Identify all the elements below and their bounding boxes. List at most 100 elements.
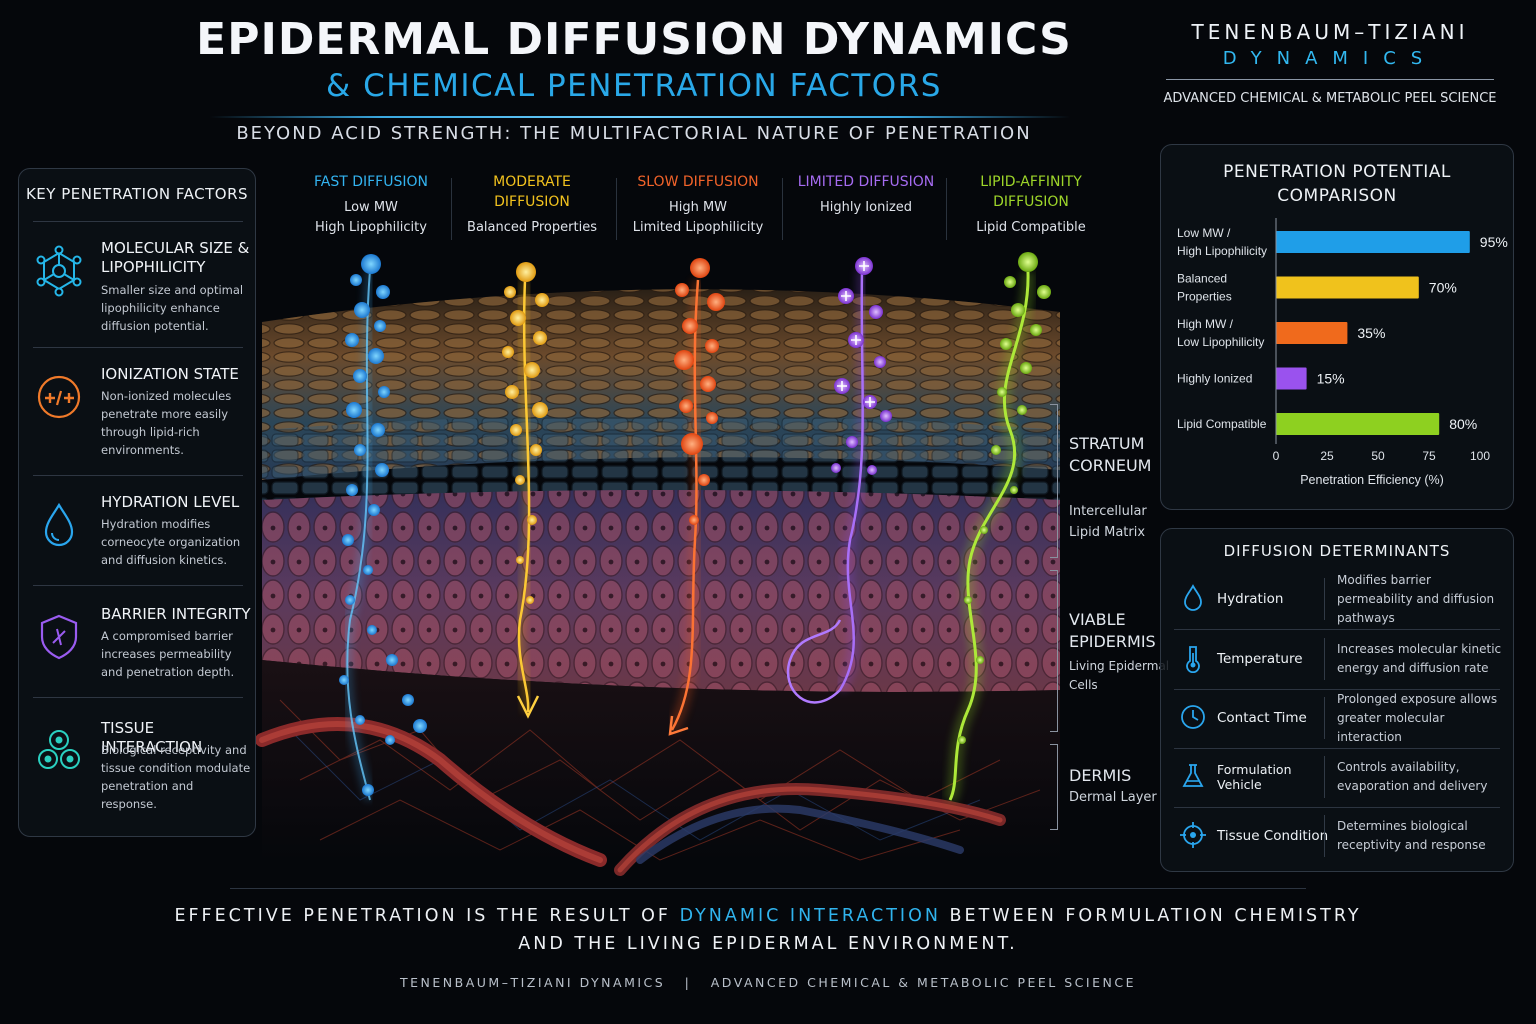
factor-title: BARRIER INTEGRITY [101, 605, 251, 623]
chart-bar [1276, 322, 1348, 344]
column-title: FAST DIFFUSION [313, 174, 428, 190]
flask-icon [1182, 764, 1204, 787]
brand-divider [1166, 79, 1494, 80]
determinant-divider [1174, 689, 1500, 690]
column-divider [946, 178, 947, 240]
factor-description: Non-ionized molecules penetrate more eas… [101, 389, 232, 457]
factor-description: Hydration modifies corneocyte organizati… [101, 517, 241, 567]
x-axis-label: Penetration Efficiency (%) [1300, 473, 1444, 487]
bar-value-label: 15% [1317, 371, 1345, 387]
footer-line1-start: EFFECTIVE PENETRATION IS THE RESULT OF [174, 906, 672, 926]
column-subtitle: Balanced Properties [467, 220, 597, 235]
factor-divider [33, 585, 243, 586]
determinant-name: Tissue Condition [1217, 828, 1329, 844]
bar-value-label: 70% [1429, 280, 1457, 296]
determinant-name: Formulation Vehicle [1217, 762, 1292, 792]
bar-category-label: High MW / [1177, 317, 1234, 331]
column-subtitle: Low MW High Lipophilicity [315, 200, 427, 235]
column-title: LIPID-AFFINITY DIFFUSION [980, 174, 1082, 210]
stratum-corneum-sublabel: Intercellular Lipid Matrix [1069, 504, 1147, 540]
factor-divider [33, 221, 243, 222]
molecule-icon [36, 245, 82, 297]
determinant-name: Temperature [1217, 651, 1303, 667]
factor-divider [33, 347, 243, 348]
determinant-divider [1174, 748, 1500, 749]
factor-title: TISSUE INTERACTION [101, 719, 203, 756]
bar-value-label: 35% [1357, 325, 1385, 341]
penetration-bar-chart: Low MW /High Lipophilicity95%BalancedPro… [1177, 218, 1508, 487]
diffusion-determinants-panel [1160, 528, 1514, 872]
bar-category-label: Lipid Compatible [1177, 417, 1267, 431]
determinant-separator [1324, 815, 1325, 857]
bar-category-label: High Lipophilicity [1177, 244, 1267, 258]
brand-subname: DYNAMICS [1222, 48, 1438, 69]
bar-value-label: 80% [1449, 416, 1477, 432]
footer-brand-line: TENENBAUM–TIZIANI DYNAMICS | ADVANCED CH… [400, 975, 1136, 990]
x-tick-label: 25 [1320, 449, 1334, 463]
column-divider [451, 178, 452, 240]
page-tagline: BEYOND ACID STRENGTH: THE MULTIFACTORIAL… [236, 123, 1032, 144]
determinant-name: Hydration [1217, 591, 1284, 607]
determinant-formulation-vehicle: Formulation Vehicle Controls availabilit… [1174, 748, 1500, 806]
factor-description: Smaller size and optimal lipophilicity e… [101, 283, 244, 333]
determinant-name: Contact Time [1217, 710, 1307, 726]
column-divider [616, 178, 617, 240]
shield-icon [40, 614, 78, 660]
footer-highlight: DYNAMIC INTERACTION [679, 906, 941, 926]
thermometer-icon [1186, 646, 1200, 673]
target-icon [1180, 822, 1206, 848]
cells-icon [38, 730, 80, 769]
bar-category-label: Highly Ionized [1177, 372, 1252, 386]
stratum-corneum-label: STRATUM CORNEUM [1069, 434, 1152, 475]
determinant-description: Determines biological receptivity and re… [1337, 819, 1486, 852]
header-divider [210, 116, 1070, 118]
bar-category-label: Low Lipophilicity [1177, 335, 1264, 349]
viable-epidermis-sublabel: Living Epidermal Cells [1069, 659, 1170, 692]
bar-value-label: 95% [1480, 234, 1508, 250]
determinant-description: Increases molecular kinetic energy and d… [1337, 642, 1502, 675]
viable-epidermis-bracket [1050, 570, 1058, 732]
column-fast-diffusion: FAST DIFFUSION Low MW High Lipophilicity [291, 172, 451, 238]
determinant-tissue-condition: Tissue Condition Determines biological r… [1174, 807, 1500, 865]
column-limited-diffusion: LIMITED DIFFUSION Highly Ionized [786, 172, 946, 218]
footer-message: EFFECTIVE PENETRATION IS THE RESULT OF D… [0, 902, 1536, 958]
chart-bar [1276, 276, 1419, 299]
factor-description: A compromised barrier increases permeabi… [101, 629, 235, 679]
dermis-bracket [1050, 744, 1058, 830]
page-title: EPIDERMAL DIFFUSION DYNAMICS [196, 14, 1072, 65]
factor-title: HYDRATION LEVEL [101, 493, 240, 511]
factor-description: Biological receptivity and tissue condit… [101, 743, 251, 811]
x-tick-label: 100 [1470, 449, 1490, 463]
chart-bar [1276, 367, 1307, 390]
chart-bar [1276, 231, 1470, 253]
page-subtitle: & CHEMICAL PENETRATION FACTORS [326, 68, 942, 104]
factor-divider [33, 475, 243, 476]
determinant-contact-time: Contact Time Prolonged exposure allows g… [1174, 689, 1500, 747]
column-subtitle: Lipid Compatible [976, 220, 1086, 235]
column-divider [782, 178, 783, 240]
footer-line2: AND THE LIVING EPIDERMAL ENVIRONMENT. [518, 934, 1018, 954]
determinant-temperature: Temperature Increases molecular kinetic … [1174, 630, 1501, 688]
factor-divider [33, 697, 243, 698]
factor-title: IONIZATION STATE [101, 365, 239, 383]
column-slow-diffusion: SLOW DIFFUSION High MW Limited Lipophili… [618, 172, 778, 238]
determinant-description: Controls availability, evaporation and d… [1337, 760, 1488, 793]
bar-category-label: Properties [1177, 290, 1232, 304]
footer-divider [230, 888, 1306, 889]
brand-tagline: ADVANCED CHEMICAL & METABOLIC PEEL SCIEN… [1163, 91, 1497, 106]
dermis-sublabel: Dermal Layer [1069, 790, 1157, 805]
ion-charge-icon [37, 375, 81, 419]
x-tick-label: 0 [1273, 449, 1280, 463]
determinant-description: Modifies barrier permeability and diffus… [1337, 572, 1495, 625]
water-drop-icon [1184, 584, 1202, 611]
viable-epidermis-label: VIABLE EPIDERMIS [1069, 610, 1156, 651]
column-title: MODERATE DIFFUSION [493, 174, 571, 210]
x-tick-label: 50 [1371, 449, 1385, 463]
determinant-divider [1174, 807, 1500, 808]
key-factors-title: KEY PENETRATION FACTORS [25, 185, 249, 203]
brand-name: TENENBAUM–TIZIANI [1191, 20, 1469, 44]
footer-line1-end: BETWEEN FORMULATION CHEMISTRY [949, 906, 1362, 926]
factor-title: MOLECULAR SIZE & LIPOPHILICITY [101, 239, 250, 276]
